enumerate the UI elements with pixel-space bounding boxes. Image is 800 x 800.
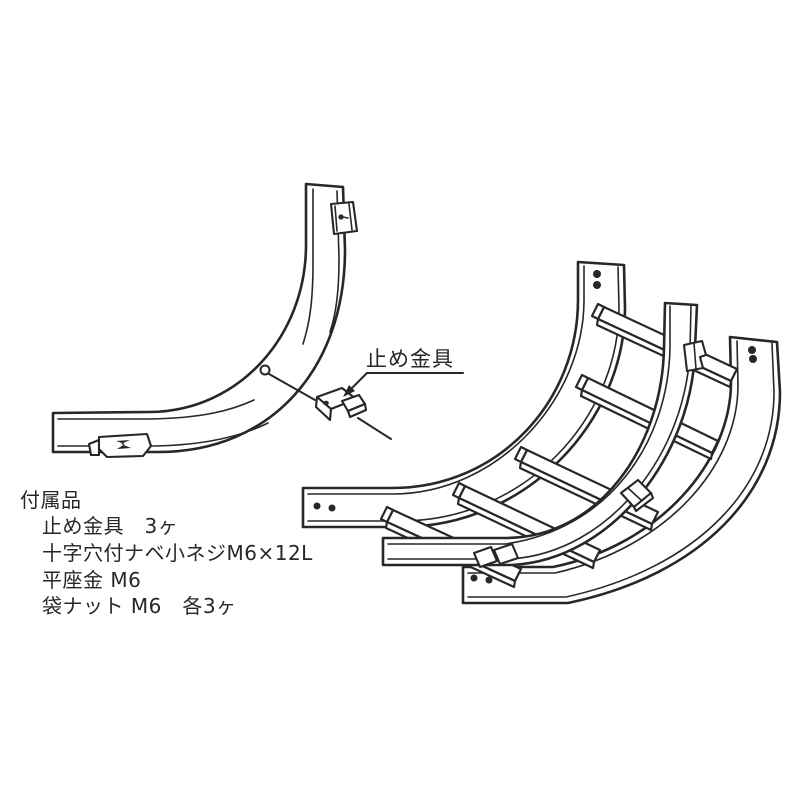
middle-rail-body (381, 301, 699, 567)
rail-bolt-hole (259, 364, 271, 376)
callout-arrowhead (343, 385, 355, 397)
end-clip-bottom-tab (87, 438, 101, 457)
end-clip-top-dash (342, 216, 349, 219)
near-rail-hole-2 (593, 281, 601, 289)
far-rail-hole-2 (749, 355, 757, 363)
accessory-item-washer: 平座金 M6 (42, 568, 142, 592)
end-clip-top-hole (338, 214, 344, 220)
far-rail-hole-3 (470, 574, 478, 582)
assembly-line-upper (268, 373, 316, 401)
near-rail-hole-1 (593, 270, 601, 278)
end-clip-top-fold (334, 205, 338, 232)
far-rail-hole-1 (748, 346, 756, 354)
accessories-title: 付属品 (20, 488, 82, 512)
accessory-item-stop-bracket: 止め金具 3ヶ (42, 514, 179, 538)
end-clip-bottom-plate (97, 432, 153, 459)
far-rail-flange-outer (467, 342, 775, 598)
separate-rail-flange-bottom-lower (57, 422, 269, 447)
stop-bracket-2 (619, 478, 655, 513)
separate-rail-body (51, 182, 347, 454)
middle-rail-flange-inner (387, 305, 671, 545)
callout-label: 止め金具 (366, 347, 454, 371)
end-clip-top (329, 200, 359, 236)
accessory-item-screw: 十字穴付ナベ小ネジM6×12L (42, 541, 313, 565)
stop-bracket-hole (323, 400, 329, 406)
separate-rail-flange-bottom-upper (57, 399, 255, 420)
end-clip-bottom-slot (116, 440, 131, 449)
assembled-bend-drawing (301, 260, 782, 605)
end-clip-bottom (87, 432, 153, 459)
callout-leader-line (349, 372, 368, 391)
separate-rail-flange-top-right (329, 190, 340, 333)
end-clip-top-fold2 (348, 203, 353, 231)
stop-bracket-3 (472, 542, 520, 569)
stop-bracket-1 (682, 339, 708, 373)
accessory-item-nut: 袋ナット M6 各3ヶ (42, 594, 237, 618)
callout-leader (343, 372, 464, 397)
separate-rail-drawing (51, 182, 359, 459)
stop-bracket-wing-edge (346, 402, 368, 419)
near-rail-flange-inner (307, 265, 585, 495)
separate-rail-flange-top-left (302, 188, 314, 345)
near-rail-flange-outer (307, 266, 620, 522)
near-rail-hole-4 (328, 504, 336, 512)
stop-bracket-part (314, 386, 368, 422)
near-rail-hole-3 (313, 502, 321, 510)
assembly-line (268, 373, 392, 440)
far-rail-hole-4 (485, 576, 493, 584)
assembly-line-lower (357, 417, 392, 440)
